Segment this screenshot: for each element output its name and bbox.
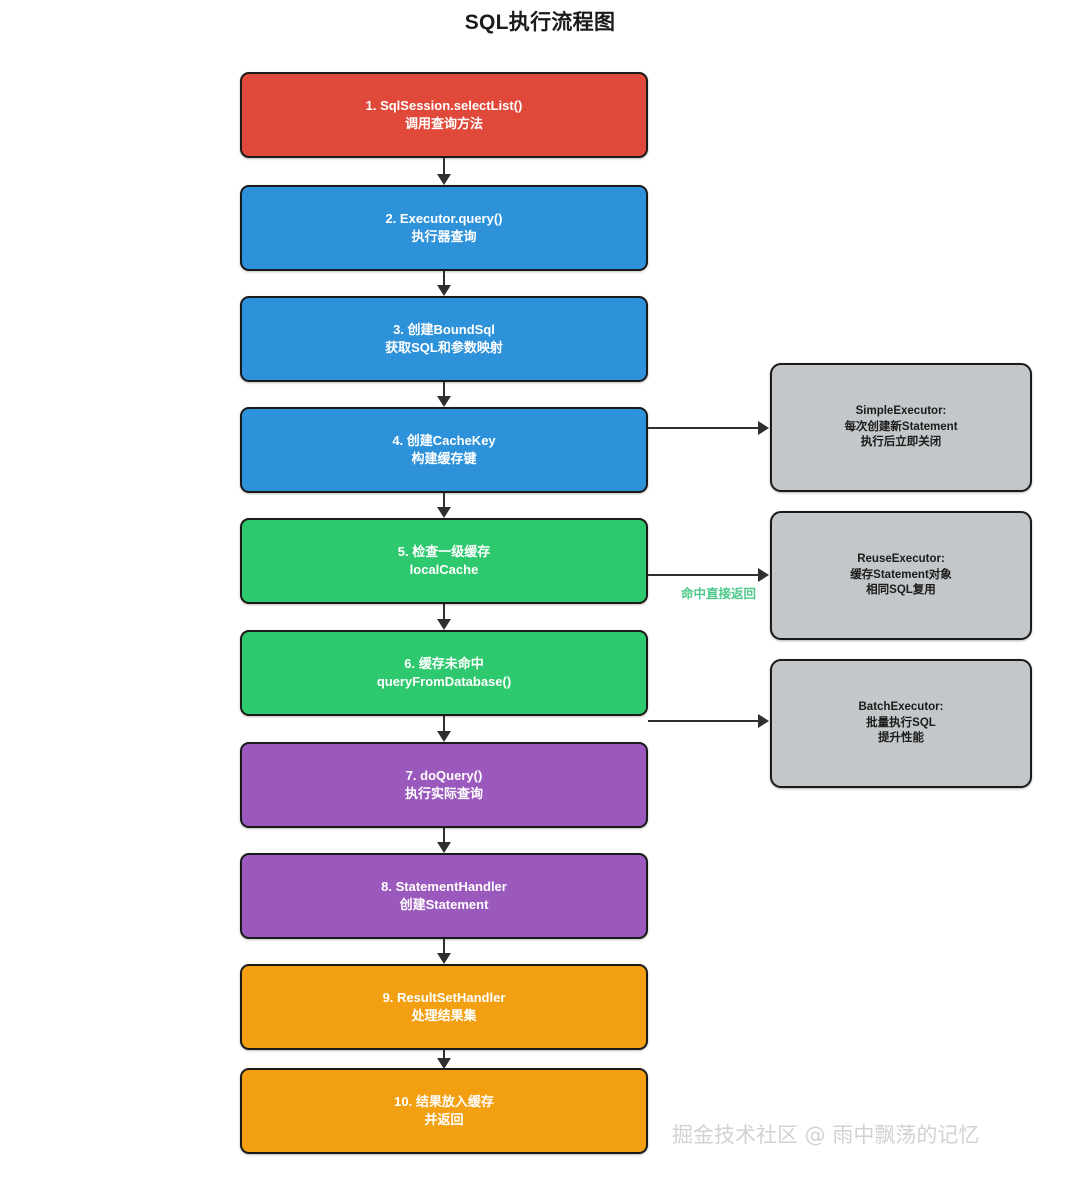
connector-step4-step5 [443, 493, 445, 508]
flow-node-line2: queryFromDatabase() [376, 674, 512, 689]
arrowhead-step3-step4 [437, 396, 451, 407]
flow-node-line2: 处理结果集 [411, 1008, 477, 1023]
connector-step1-step2 [443, 158, 445, 176]
arrowhead-step9-step10 [437, 1058, 451, 1069]
side-note-line2: 每次创建新Statement [844, 420, 958, 433]
flow-node-line1: 3. 创建BoundSql [393, 322, 495, 338]
flow-node-step-4[interactable]: 4. 创建CacheKey 构建缓存键 [240, 407, 648, 493]
flow-node-line1: 7. doQuery() [405, 768, 483, 784]
side-note-line2: 缓存Statement对象 [850, 568, 952, 581]
connector-step6-step7 [443, 716, 445, 732]
flow-node-step-7[interactable]: 7. doQuery() 执行实际查询 [240, 742, 648, 828]
arrowhead-step1-step2 [437, 174, 451, 185]
connector-step6-batch-executor [648, 720, 760, 722]
flow-node-line2: 并返回 [424, 1112, 464, 1127]
flow-node-step-5[interactable]: 5. 检查一级缓存 localCache [240, 518, 648, 604]
flow-node-line1: 1. SqlSession.selectList() [365, 98, 523, 114]
side-note-line2: 批量执行SQL [866, 716, 936, 729]
side-note-line3: 执行后立即关闭 [860, 436, 942, 449]
connector-step5-reuse-executor [648, 574, 760, 576]
arrowhead-step4-simple-executor [758, 421, 769, 435]
connector-step8-step9 [443, 939, 445, 954]
connector-step2-step3 [443, 271, 445, 286]
side-note-simple-executor[interactable]: SimpleExecutor: 每次创建新Statement 执行后立即关闭 [770, 363, 1032, 492]
arrowhead-step5-reuse-executor [758, 568, 769, 582]
connector-step7-step8 [443, 828, 445, 843]
arrowhead-step7-step8 [437, 842, 451, 853]
flow-node-line1: 10. 结果放入缓存 [394, 1094, 494, 1110]
watermark: 掘金技术社区 @ 雨中飘荡的记忆 [672, 1123, 980, 1147]
connector-step5-step6 [443, 604, 445, 620]
flow-node-line2: 创建Statement [399, 897, 489, 912]
arrowhead-step6-batch-executor [758, 714, 769, 728]
flow-node-line1: 6. 缓存未命中 [404, 656, 484, 672]
flow-node-line2: 构建缓存键 [411, 451, 477, 466]
arrowhead-step6-step7 [437, 731, 451, 742]
flow-node-line2: localCache [409, 562, 479, 577]
connector-step4-simple-executor [648, 427, 760, 429]
flow-node-line2: 获取SQL和参数映射 [385, 340, 503, 355]
arrowhead-step4-step5 [437, 507, 451, 518]
flow-node-step-2[interactable]: 2. Executor.query() 执行器查询 [240, 185, 648, 271]
connector-step3-step4 [443, 382, 445, 397]
side-note-line1: ReuseExecutor: [857, 553, 945, 566]
flow-node-line1: 5. 检查一级缓存 [397, 544, 491, 560]
flow-node-step-3[interactable]: 3. 创建BoundSql 获取SQL和参数映射 [240, 296, 648, 382]
flow-node-line2: 执行实际查询 [404, 786, 483, 801]
flow-node-line2: 执行器查询 [411, 229, 477, 244]
arrowhead-step8-step9 [437, 953, 451, 964]
flow-node-line2: 调用查询方法 [404, 116, 483, 131]
flow-node-step-1[interactable]: 1. SqlSession.selectList() 调用查询方法 [240, 72, 648, 158]
flow-node-line1: 4. 创建CacheKey [392, 433, 496, 449]
side-note-reuse-executor[interactable]: ReuseExecutor: 缓存Statement对象 相同SQL复用 [770, 511, 1032, 640]
side-note-line1: BatchExecutor: [858, 701, 944, 714]
flow-node-line1: 2. Executor.query() [385, 211, 503, 227]
arrowhead-step5-step6 [437, 619, 451, 630]
flow-node-step-10[interactable]: 10. 结果放入缓存 并返回 [240, 1068, 648, 1154]
edge-label-cache-hit: 命中直接返回 [681, 587, 757, 601]
side-note-line3: 提升性能 [878, 732, 924, 745]
flow-node-step-8[interactable]: 8. StatementHandler 创建Statement [240, 853, 648, 939]
flow-node-line1: 9. ResultSetHandler [382, 990, 506, 1006]
arrowhead-step2-step3 [437, 285, 451, 296]
flow-node-step-6[interactable]: 6. 缓存未命中 queryFromDatabase() [240, 630, 648, 716]
side-note-line3: 相同SQL复用 [866, 584, 936, 597]
flow-node-line1: 8. StatementHandler [381, 879, 507, 895]
page-title: SQL执行流程图 [464, 11, 616, 34]
side-note-batch-executor[interactable]: BatchExecutor: 批量执行SQL 提升性能 [770, 659, 1032, 788]
side-note-line1: SimpleExecutor: [855, 405, 947, 418]
flow-node-step-9[interactable]: 9. ResultSetHandler 处理结果集 [240, 964, 648, 1050]
connector-step9-step10 [443, 1050, 445, 1059]
